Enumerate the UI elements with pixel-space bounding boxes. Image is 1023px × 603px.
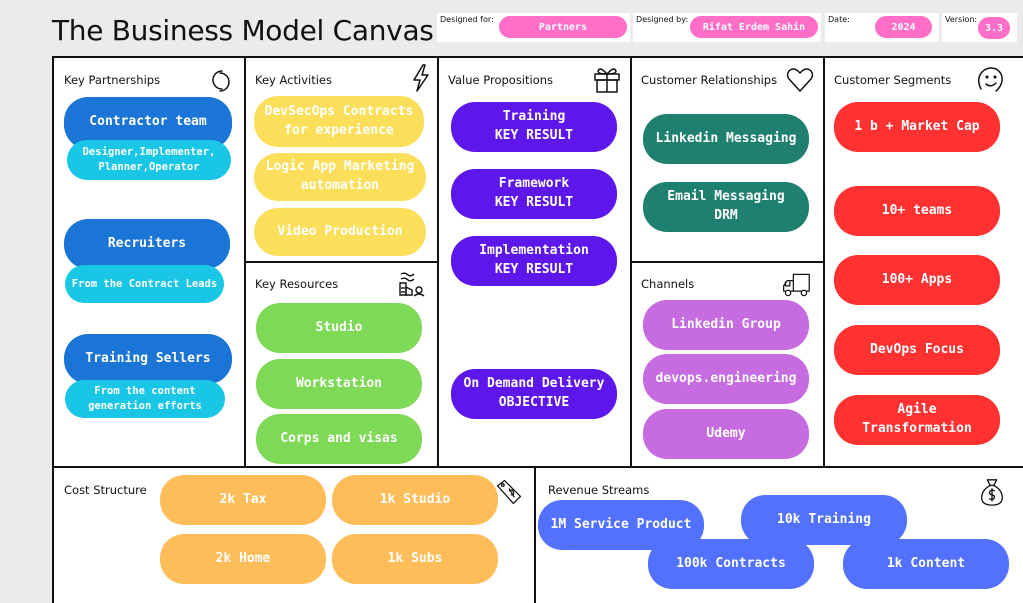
cost-subs[interactable]: 1k Subs	[332, 534, 498, 584]
resource-workstation[interactable]: Workstation	[256, 359, 422, 409]
segment-100-apps[interactable]: 100+ Apps	[834, 255, 1000, 305]
cost-home[interactable]: 2k Home	[160, 534, 326, 584]
divider	[245, 261, 438, 263]
cost-studio[interactable]: 1k Studio	[332, 475, 498, 525]
divider	[631, 261, 824, 263]
version-label: Version:	[945, 15, 978, 24]
version-box: Version: 3.3	[942, 13, 1017, 42]
revenue-training[interactable]: 10k Training	[741, 495, 907, 545]
segment-agile-transformation[interactable]: Agile Transformation	[834, 395, 1000, 445]
date-field[interactable]: 2024	[875, 16, 932, 38]
revenue-content[interactable]: 1k Content	[843, 539, 1009, 589]
designed-for-field[interactable]: Partners	[499, 16, 627, 38]
key-partnerships-title: Key Partnerships	[64, 73, 161, 87]
cost-structure-title: Cost Structure	[64, 483, 147, 497]
customer-segments-title: Customer Segments	[834, 73, 952, 87]
price-tag-icon	[496, 479, 522, 505]
page-title: The Business Model Canvas	[52, 14, 434, 47]
version-field[interactable]: 3.3	[978, 17, 1010, 39]
gift-icon	[594, 68, 620, 93]
link-icon	[212, 70, 230, 92]
designed-for-label: Designed for:	[440, 15, 494, 24]
value-implementation[interactable]: Implementation KEY RESULT	[451, 236, 617, 286]
channel-udemy[interactable]: Udemy	[643, 409, 809, 459]
cost-tax[interactable]: 2k Tax	[160, 475, 326, 525]
divider	[534, 467, 536, 603]
factory-icon	[399, 272, 425, 297]
divider	[52, 466, 1023, 468]
revenue-contracts[interactable]: 100k Contracts	[648, 539, 814, 589]
channel-devops-engineering[interactable]: devops.engineering	[643, 354, 809, 404]
relationship-linkedin-messaging[interactable]: Linkedin Messaging	[643, 114, 809, 164]
partner-training-sellers-detail[interactable]: From the content generation efforts	[65, 380, 225, 418]
money-bag-icon	[981, 479, 1003, 506]
activity-video-production[interactable]: Video Production	[254, 208, 426, 256]
customer-relationships-title: Customer Relationships	[641, 73, 778, 87]
lightning-icon	[413, 64, 429, 92]
truck-icon	[783, 273, 810, 297]
designed-by-field[interactable]: Rifat Erdem Sahin	[690, 16, 818, 38]
partner-contractor-team-detail[interactable]: Designer,Implementer, Planner,Operator	[67, 140, 231, 180]
segment-market-cap[interactable]: 1 b + Market Cap	[834, 102, 1000, 152]
partner-recruiters[interactable]: Recruiters	[64, 219, 230, 269]
resource-studio[interactable]: Studio	[256, 303, 422, 353]
key-activities-title: Key Activities	[255, 73, 332, 87]
partner-recruiters-detail[interactable]: From the Contract Leads	[65, 265, 224, 303]
resource-corps-and-visas[interactable]: Corps and visas	[256, 414, 422, 464]
revenue-streams-title: Revenue Streams	[548, 483, 650, 497]
channel-linkedin-group[interactable]: Linkedin Group	[643, 300, 809, 350]
value-framework[interactable]: Framework KEY RESULT	[451, 169, 617, 219]
designed-by-box: Designed by: Rifat Erdem Sahin	[633, 13, 821, 42]
partner-training-sellers[interactable]: Training Sellers	[64, 334, 232, 384]
value-on-demand-delivery[interactable]: On Demand Delivery OBJECTIVE	[451, 369, 617, 419]
relationship-email-messaging[interactable]: Email Messaging DRM	[643, 182, 809, 232]
activity-devsecops-contracts[interactable]: DevSecOps Contracts for experience	[254, 96, 424, 147]
date-label: Date:	[828, 15, 850, 24]
channels-title: Channels	[641, 277, 695, 291]
value-propositions-title: Value Propositions	[448, 73, 554, 87]
date-box: Date: 2024	[825, 13, 939, 42]
divider	[823, 57, 825, 468]
key-resources-title: Key Resources	[255, 277, 339, 291]
segment-10-teams[interactable]: 10+ teams	[834, 186, 1000, 236]
heart-icon	[786, 68, 814, 92]
designed-for-box: Designed for: Partners	[437, 13, 630, 42]
designed-by-label: Designed by:	[636, 15, 689, 24]
activity-logic-app-marketing[interactable]: Logic App Marketing automation	[254, 153, 426, 201]
face-icon	[978, 67, 1003, 92]
segment-devops-focus[interactable]: DevOps Focus	[834, 325, 1000, 375]
divider	[437, 57, 439, 468]
value-training[interactable]: Training KEY RESULT	[451, 102, 617, 152]
